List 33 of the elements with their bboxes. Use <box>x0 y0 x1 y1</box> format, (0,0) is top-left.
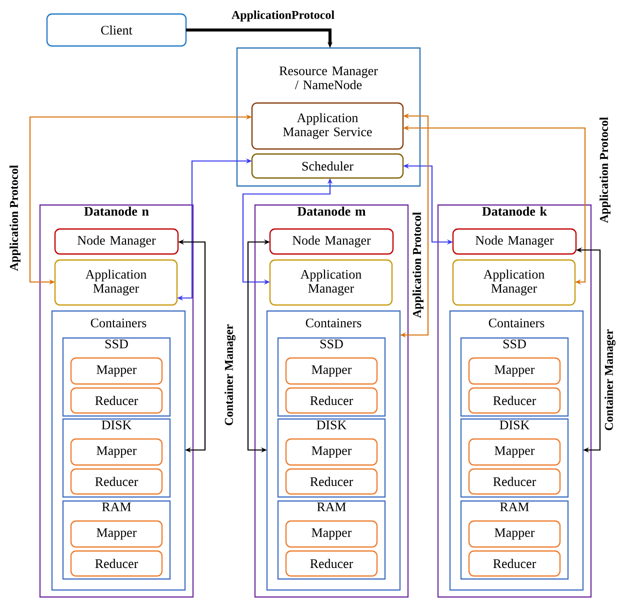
task-box: Mapper <box>70 357 163 385</box>
task-box: Reducer <box>285 387 378 414</box>
task-box: Mapper <box>70 438 163 466</box>
task-box: Reducer <box>70 468 163 495</box>
edge-label: Application Protocol <box>598 116 612 224</box>
task-box: Reducer <box>468 550 561 577</box>
node-manager-box: Node Manager <box>452 228 577 255</box>
application-manager-box: Application Manager <box>269 259 393 306</box>
application-manager-box: Application Manager <box>54 259 178 306</box>
node-manager-box: Node Manager <box>54 228 179 255</box>
task-box: Mapper <box>285 438 378 466</box>
node-manager-box: Node Manager <box>269 228 394 255</box>
task-box: Reducer <box>468 468 561 495</box>
edge-label: Application Protocol <box>8 164 22 272</box>
task-box: Mapper <box>285 357 378 385</box>
task-box: Reducer <box>70 550 163 577</box>
client-box: Client <box>46 13 187 47</box>
task-box: Reducer <box>285 468 378 495</box>
edge-label: ApplicationProtocol <box>230 10 336 22</box>
service-box: Application Manager Service <box>251 102 404 150</box>
task-box: Reducer <box>468 387 561 414</box>
task-box: Reducer <box>285 550 378 577</box>
task-box: Reducer <box>70 387 163 414</box>
task-box: Mapper <box>285 520 378 548</box>
edge-label: Container Manager <box>604 328 616 432</box>
task-box: Mapper <box>70 520 163 548</box>
task-box: Mapper <box>468 520 561 548</box>
task-box: Mapper <box>468 357 561 385</box>
edge-label: Container Manager <box>224 323 236 427</box>
application-manager-box: Application Manager <box>452 259 576 306</box>
task-box: Mapper <box>468 438 561 466</box>
scheduler-box: Scheduler <box>251 153 404 179</box>
edge-label: Application Protocol <box>412 210 424 320</box>
